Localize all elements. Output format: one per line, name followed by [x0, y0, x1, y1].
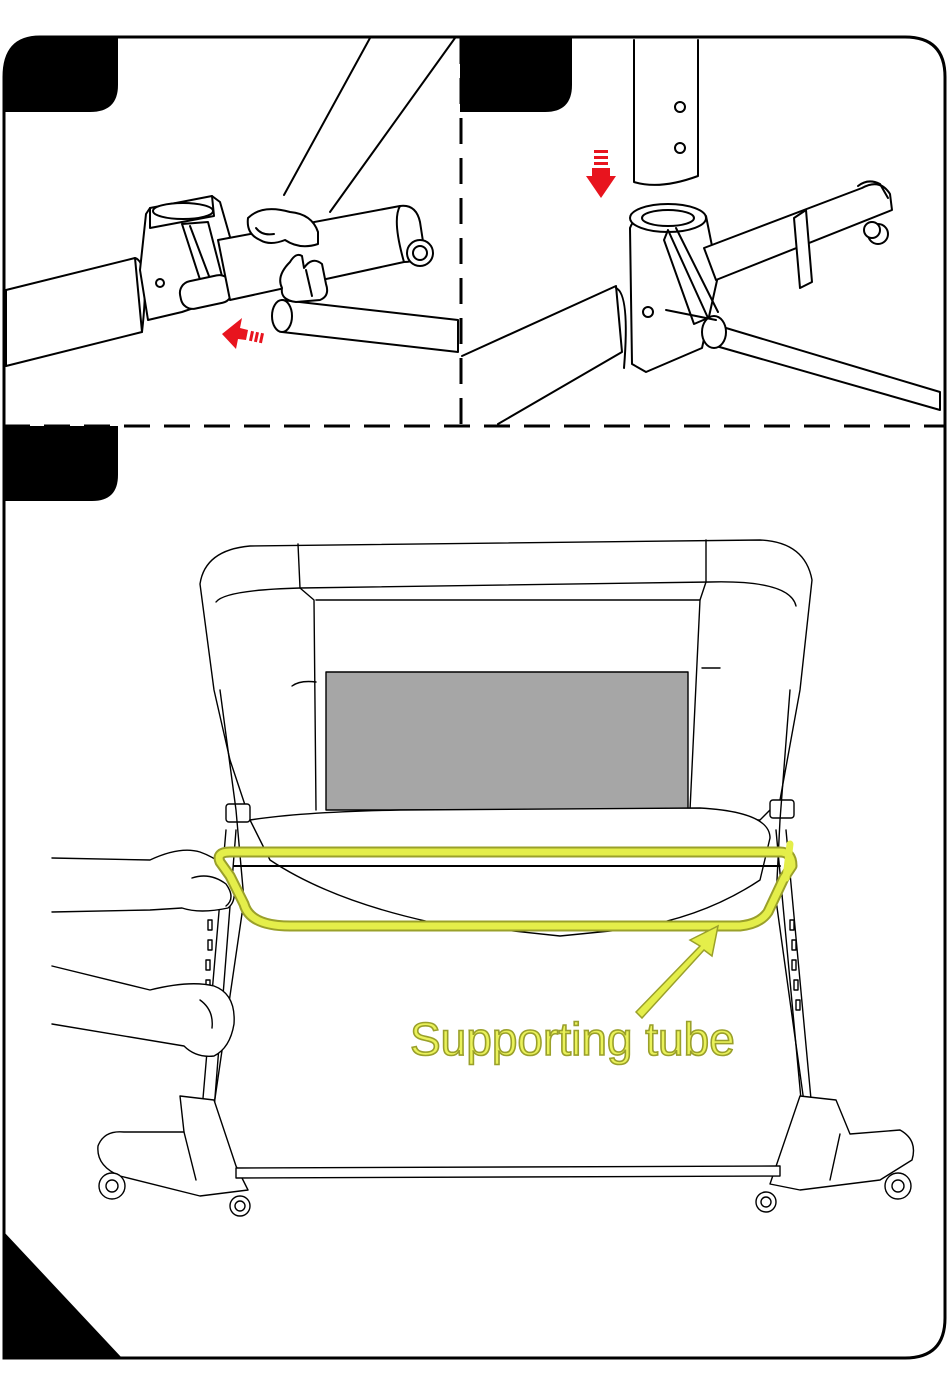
step-tab-3 — [4, 426, 118, 501]
down-arrow-icon — [586, 150, 616, 198]
callout-arrow-icon — [636, 926, 718, 1018]
step-tab-2 — [460, 37, 572, 112]
push-arrow-icon — [222, 318, 264, 349]
step-tab-1 — [4, 37, 118, 112]
corner-triangle — [4, 1232, 122, 1358]
mesh-panel — [326, 672, 688, 810]
supporting-tube-label: Supporting tube — [410, 1012, 735, 1066]
